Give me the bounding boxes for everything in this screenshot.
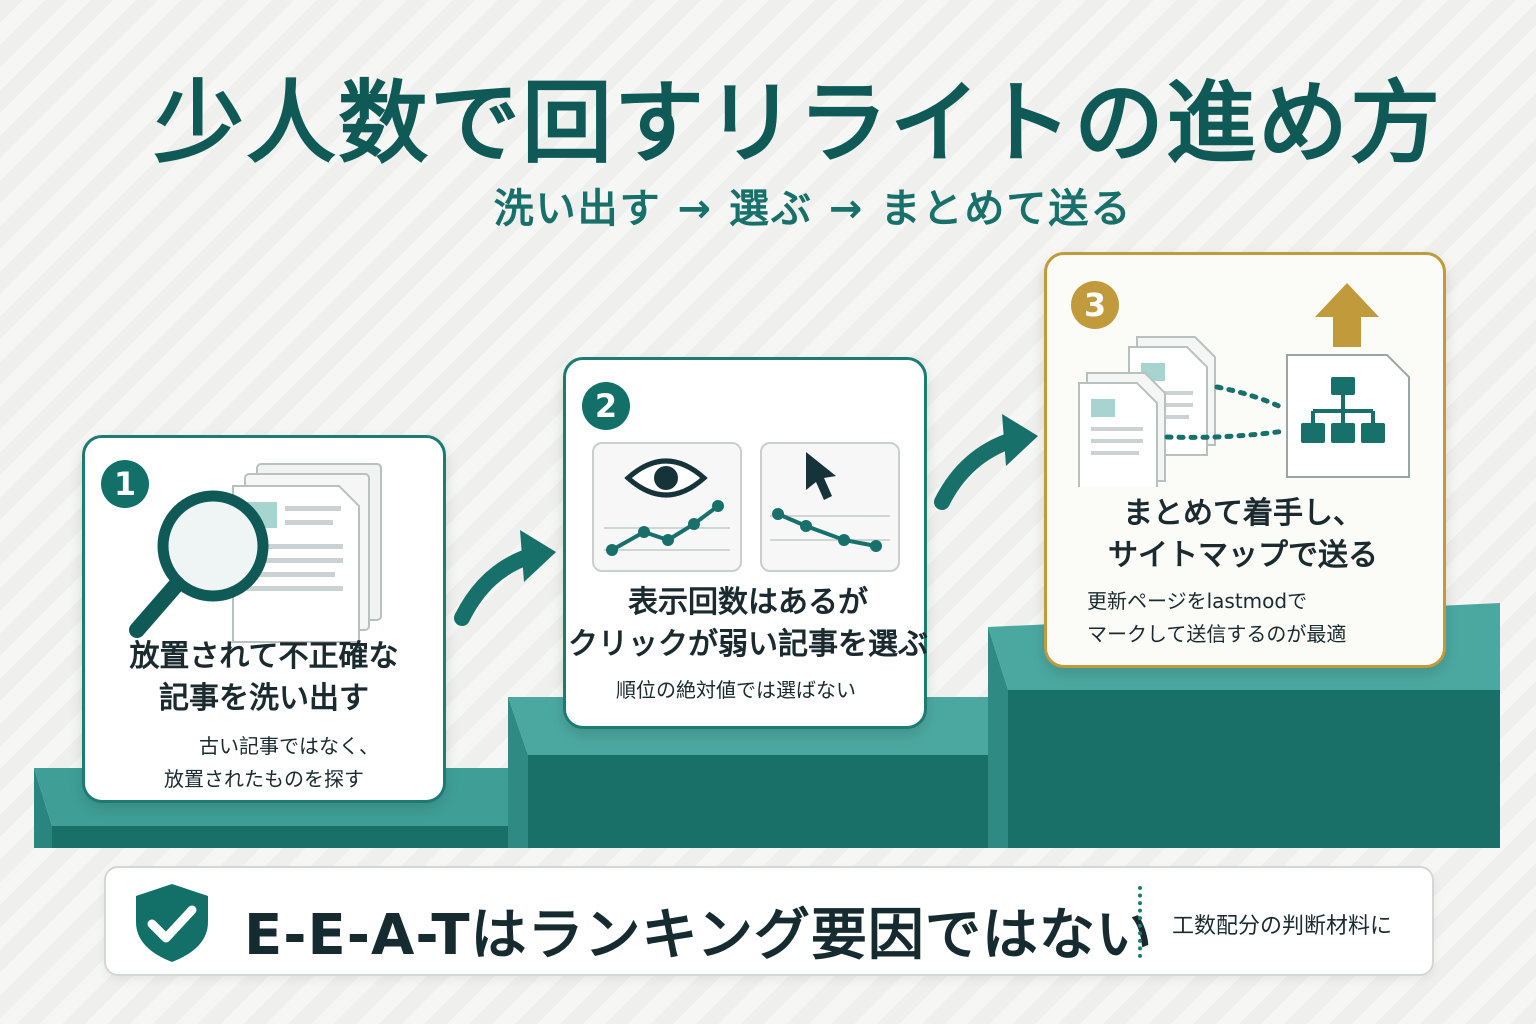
documents-icon: [232, 463, 382, 643]
stair-2-side: [508, 697, 528, 848]
impressions-panel: [592, 442, 742, 572]
eeat-note: 工数配分の判断材料に: [1172, 914, 1393, 939]
stair-1-front: [34, 768, 52, 848]
sitemap-icon: [1286, 354, 1410, 478]
step-2-card: 2 表示回数はあるが クリックが弱い記事を選ぶ 順位: [563, 357, 928, 729]
stair-2-face: [528, 755, 1000, 848]
step-2-note: 順位の絶対値では選ばない: [616, 678, 856, 702]
stair-1-face: [52, 826, 522, 848]
curved-arrow-head: [520, 530, 556, 582]
step-3-note: 更新ページをlastmodで マークして送信するのが最適: [1087, 589, 1347, 646]
cursor-icon: [806, 452, 836, 500]
shield-check-icon: [136, 884, 208, 962]
curved-arrow-head: [1002, 414, 1038, 466]
magnifier-documents-icon: [129, 463, 382, 643]
step-1-note: 古い記事ではなく、 放置されたものを探す: [164, 734, 379, 791]
curved-arrow-icon: [934, 432, 1020, 510]
eeat-callout: E-E-A-Tはランキング要因ではない 工数配分の判断材料に: [104, 866, 1434, 976]
up-arrow-icon: [1315, 283, 1379, 347]
cursor-chart-icon: [770, 452, 890, 552]
magnifier-icon: [129, 490, 269, 638]
step-1-badge: 1: [101, 460, 149, 508]
step-1-card: 1 放置されて不正確な 記事を洗い出す 古い記事ではなく、 放置されたものを探す: [82, 435, 446, 803]
step-2-title: 表示回数はあるが クリックが弱い記事を選ぶ: [568, 585, 928, 662]
step-3-badge: 3: [1071, 281, 1119, 329]
step-3-title: まとめて着手し、 サイトマップで送る: [1108, 496, 1378, 573]
page-title: 少人数で回すリライトの進め方: [154, 71, 1442, 176]
callout-divider: [1138, 886, 1142, 958]
eye-chart-icon: [604, 458, 730, 556]
eeat-main-text: E-E-A-Tはランキング要因ではない: [244, 903, 1153, 968]
page-subtitle: 洗い出す → 選ぶ → まとめて送る: [493, 186, 1133, 232]
stair-3-side: [988, 627, 1008, 848]
curved-arrow-icon: [454, 548, 538, 626]
sitemap-illustration: [1078, 283, 1410, 487]
step-2-badge: 2: [582, 382, 630, 430]
stair-3-face: [1008, 690, 1500, 848]
documents-icon: [1078, 336, 1216, 487]
step-1-title: 放置されて不正確な 記事を洗い出す: [129, 639, 399, 716]
step-3-card: 3: [1044, 252, 1446, 668]
clicks-panel: [760, 442, 900, 572]
